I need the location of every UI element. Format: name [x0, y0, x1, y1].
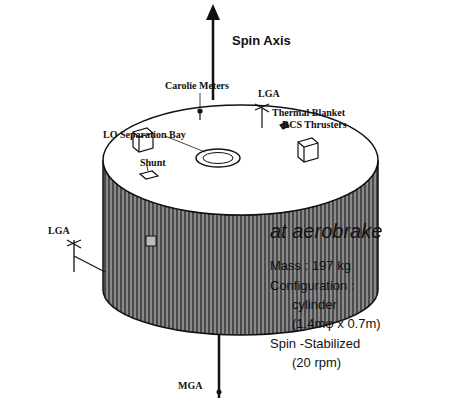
mga-antenna [217, 335, 222, 398]
spec-text: cylinder [292, 298, 337, 312]
axis-label: Spin Axis [232, 34, 291, 48]
part-name: MGA [178, 380, 202, 391]
top-lga [261, 106, 262, 128]
top-deck [103, 105, 378, 215]
part-name: Shunt [140, 157, 166, 168]
bottom-lga [67, 240, 105, 272]
part-name: RCS Thrusters [282, 119, 347, 130]
separation-ring [196, 149, 240, 167]
shunt [140, 171, 158, 179]
spec-text: Mass : 197 kg [270, 259, 351, 273]
part-name: LGA [258, 88, 280, 99]
spec-text: Configuration : [270, 279, 355, 293]
spec-text: (20 rpm) [292, 356, 341, 370]
spec-text: Spin -Stabilized [270, 337, 360, 351]
state-note: at aerobrake [270, 220, 382, 242]
spec-text: (1.4mφ x 0.7m) [292, 317, 381, 331]
part-name: LO Separation Bay [103, 129, 186, 140]
body-panel [146, 236, 156, 246]
part-name: Carolie Meters [165, 80, 229, 91]
part-name: Thermal Blanket [272, 107, 345, 118]
part-name: LGA [48, 225, 70, 236]
arrow-head [206, 4, 220, 20]
